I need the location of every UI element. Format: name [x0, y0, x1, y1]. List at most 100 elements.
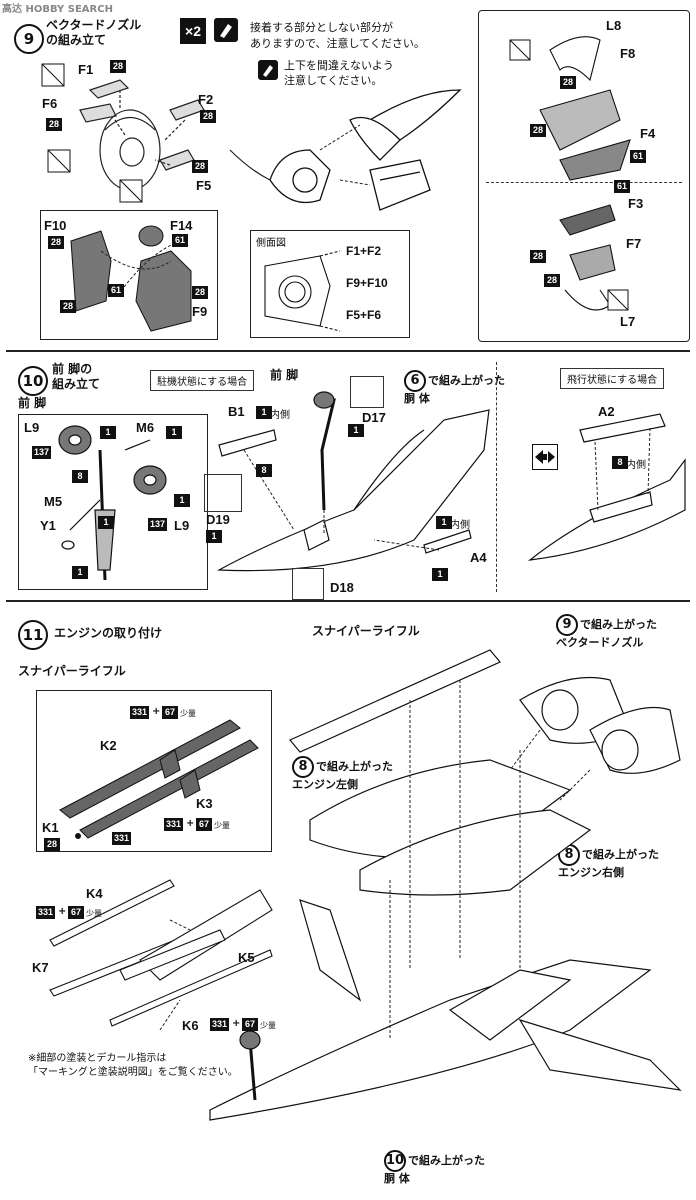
d17-inset	[350, 376, 384, 408]
part-f1-label: F1	[78, 62, 94, 77]
part-k7: K7	[32, 960, 49, 975]
code-a4-8: 1	[432, 568, 448, 581]
ref-body-10-text: で組み上がった 胴 体	[384, 1154, 485, 1185]
step10-title: 前 脚の 組み立て	[52, 362, 100, 392]
code-l9-b: 1	[174, 494, 190, 507]
ref-engine-left-8-num: 8	[292, 756, 314, 778]
part-f14-code: 61	[172, 234, 188, 247]
step11-number: 11	[18, 620, 48, 650]
part-f2-label: F2	[198, 92, 214, 107]
ref-nozzle-9-text: で組み上がった ベクタードノズル	[556, 618, 657, 649]
flight-label: 飛行状態にする場合	[560, 368, 665, 389]
part-f7-code: 28	[530, 250, 546, 263]
step9-number: 9	[14, 24, 44, 54]
inner-label-a4: 内側	[450, 520, 470, 531]
rifle-exploded-drawing	[49, 879, 273, 1031]
small-qty-3: 少量	[86, 909, 102, 918]
code-y1: 1	[72, 566, 88, 579]
part-l9-a: L9	[24, 420, 40, 435]
glue-icon-2	[258, 60, 278, 80]
part-a4: A4	[470, 550, 487, 565]
code-137-b: 137	[148, 518, 168, 531]
code-l9-a: 1	[100, 426, 116, 439]
ref-body-6-num: 6	[404, 370, 426, 392]
part-f4-code: 61	[630, 150, 646, 163]
step9-title-line2: の組み立て	[46, 33, 107, 47]
part-m6: M6	[136, 420, 155, 435]
step9-note2: 上下を間違えないよう 注意してください。	[284, 59, 394, 87]
paint-a-5: 331	[210, 1018, 230, 1031]
code-a4: 1	[436, 516, 452, 529]
plus-3: +	[58, 906, 67, 917]
part-l9-b: L9	[174, 518, 190, 533]
swap-arrow-icon	[532, 444, 558, 470]
code-b1-8: 8	[256, 464, 272, 477]
inner-label-a2: 内側	[626, 460, 646, 471]
code-137-a: 137	[32, 446, 52, 459]
part-f14-label: F14	[170, 218, 193, 233]
code-a2: 8	[612, 456, 628, 469]
part-f3-label: F3	[628, 196, 644, 211]
part-b1: B1	[228, 404, 245, 419]
paint-a-4: 331	[36, 906, 56, 919]
ref-body-10-num: 10	[384, 1150, 406, 1172]
part-f2-code: 28	[200, 110, 216, 123]
part-d19: D19	[206, 512, 230, 527]
front-leg-label: 前 脚	[270, 368, 299, 382]
step10-number: 10	[18, 366, 48, 396]
code-m5: 1	[98, 516, 114, 529]
mode-divider	[496, 362, 497, 592]
step10-subtitle: 前 脚	[18, 396, 47, 410]
d19-inset	[204, 474, 242, 512]
part-l7-code: 28	[544, 274, 560, 287]
plus-4: +	[232, 1018, 241, 1029]
part-l7-label: L7	[620, 314, 636, 329]
part-l8-code: 28	[560, 76, 576, 89]
step10-title-line1: 前 脚の	[52, 362, 93, 376]
ref-engine-left-8-text: で組み上がった エンジン左側	[292, 760, 393, 791]
part-f5-code: 28	[192, 160, 208, 173]
divider-1	[6, 350, 690, 352]
part-k5: K5	[238, 950, 255, 965]
sniper-rifle-label-top: スナイパーライフル	[312, 624, 420, 638]
sniper-rifle-label-left: スナイパーライフル	[18, 664, 126, 678]
ref-nozzle-9-num: 9	[556, 614, 578, 636]
extra-code-61: 61	[108, 284, 124, 297]
paint-b-1: 67	[162, 706, 178, 719]
step11-title: エンジンの取り付け	[54, 626, 163, 640]
paint-a-1: 331	[130, 706, 150, 719]
side-view-title: 側面図	[256, 238, 286, 249]
small-qty-1: 少量	[180, 709, 196, 718]
side-view-drawing	[264, 250, 341, 332]
step9-note1: 接着する部分としない部分が ありますので、注意してください。	[250, 21, 425, 50]
part-f5-label: F5	[196, 178, 212, 193]
fuselage-nose-drawing	[216, 391, 490, 572]
code-b1: 1	[256, 406, 272, 419]
part-f7-label: F7	[626, 236, 642, 251]
watermark: 高达 HOBBY SEARCH	[2, 4, 113, 15]
plus-2: +	[186, 818, 195, 829]
paint-b-2: 67	[196, 818, 212, 831]
flight-nose-drawing	[527, 413, 686, 561]
f9-f10-diagram	[70, 225, 192, 332]
part-d17: D17	[362, 410, 386, 425]
part-d18: D18	[330, 580, 354, 595]
part-f8-code: 28	[530, 124, 546, 137]
ref-body-6-text: で組み上がった 胴 体	[404, 374, 505, 405]
parked-label: 駐機状態にする場合	[150, 370, 255, 391]
side-label-f1f2: F1+F2	[346, 244, 382, 258]
rifle-detail-drawing	[59, 719, 259, 839]
nozzle-exploded-diagram	[41, 63, 271, 203]
side-label-f9f10: F9+F10	[346, 276, 388, 290]
part-f10-code: 28	[48, 236, 64, 249]
detail-divider	[486, 182, 682, 183]
part-l8-label: L8	[606, 18, 622, 33]
paint-a-3: 331	[164, 818, 184, 831]
paint-b-4: 67	[242, 1018, 258, 1031]
part-f6-code: 28	[46, 118, 62, 131]
d18-inset	[292, 568, 324, 600]
ref-engine-right-8-text: で組み上がった エンジン右側	[558, 848, 659, 879]
